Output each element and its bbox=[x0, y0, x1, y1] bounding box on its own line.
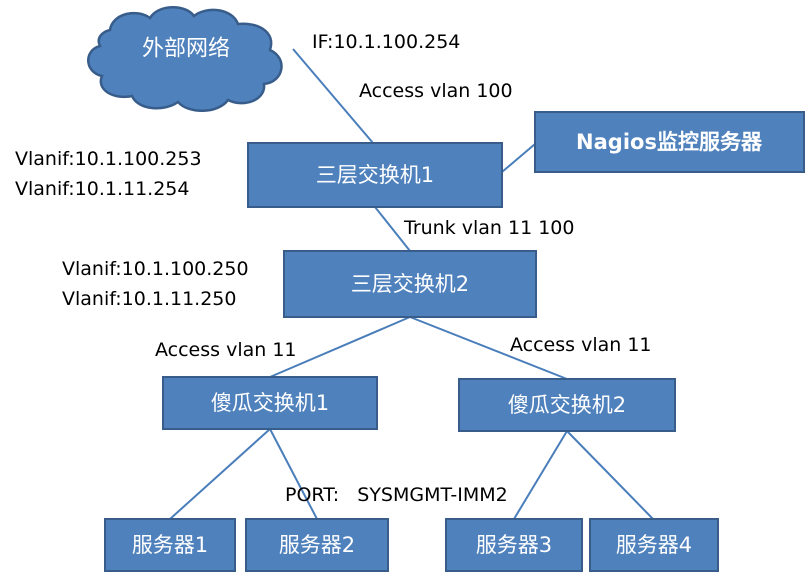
server-4-node: 服务器4 bbox=[589, 518, 719, 572]
cloud-icon bbox=[87, 6, 283, 112]
link-switch1-to-nagios bbox=[501, 143, 536, 173]
server-1-label: 服务器1 bbox=[132, 533, 208, 557]
switch1-vlanif-1-label: Vlanif:10.1.100.253 bbox=[15, 148, 202, 170]
access-vlan-11-left-label: Access vlan 11 bbox=[155, 339, 297, 361]
dumb-switch-1-label: 傻瓜交换机1 bbox=[211, 391, 329, 415]
l3-switch-2-label: 三层交换机2 bbox=[351, 272, 469, 296]
dumb-switch-1-node: 傻瓜交换机1 bbox=[162, 376, 378, 430]
link-dumb2-to-server4 bbox=[566, 430, 654, 520]
dumb-switch-2-node: 傻瓜交换机2 bbox=[458, 378, 676, 432]
access-vlan-11-right-label: Access vlan 11 bbox=[510, 334, 652, 356]
nagios-server-label: Nagios监控服务器 bbox=[576, 130, 763, 154]
server-2-node: 服务器2 bbox=[245, 518, 389, 572]
server-3-node: 服务器3 bbox=[445, 518, 583, 572]
l3-switch-1-node: 三层交换机1 bbox=[247, 142, 503, 208]
external-network-cloud: 外部网络 bbox=[87, 6, 283, 112]
l3-switch-1-label: 三层交换机1 bbox=[316, 163, 434, 187]
port-label: PORT: SYSMGMT-IMM2 bbox=[285, 484, 508, 506]
link-dumb1-to-server2 bbox=[269, 428, 318, 520]
link-switch2-to-dumb1 bbox=[269, 316, 411, 378]
l3-switch-2-node: 三层交换机2 bbox=[283, 250, 537, 318]
link-dumb1-to-server1 bbox=[169, 428, 271, 520]
link-switch2-to-dumb2 bbox=[409, 316, 568, 380]
dumb-switch-2-label: 傻瓜交换机2 bbox=[508, 393, 626, 417]
server-1-node: 服务器1 bbox=[104, 518, 236, 572]
access-vlan-100-label: Access vlan 100 bbox=[359, 80, 513, 102]
switch1-vlanif-2-label: Vlanif:10.1.11.254 bbox=[15, 178, 189, 200]
link-cloud-to-switch1 bbox=[292, 48, 374, 144]
trunk-label: Trunk vlan 11 100 bbox=[403, 217, 574, 239]
link-dumb2-to-server3 bbox=[513, 430, 568, 520]
cloud-label: 外部网络 bbox=[142, 37, 230, 62]
switch2-vlanif-2-label: Vlanif:10.1.11.250 bbox=[62, 288, 236, 310]
link-switch1-to-switch2 bbox=[374, 206, 411, 252]
server-3-label: 服务器3 bbox=[476, 533, 552, 557]
if-ip-label: IF:10.1.100.254 bbox=[312, 31, 460, 53]
switch2-vlanif-1-label: Vlanif:10.1.100.250 bbox=[62, 258, 249, 280]
server-4-label: 服务器4 bbox=[616, 533, 692, 557]
nagios-server-node: Nagios监控服务器 bbox=[534, 111, 805, 173]
server-2-label: 服务器2 bbox=[279, 533, 355, 557]
